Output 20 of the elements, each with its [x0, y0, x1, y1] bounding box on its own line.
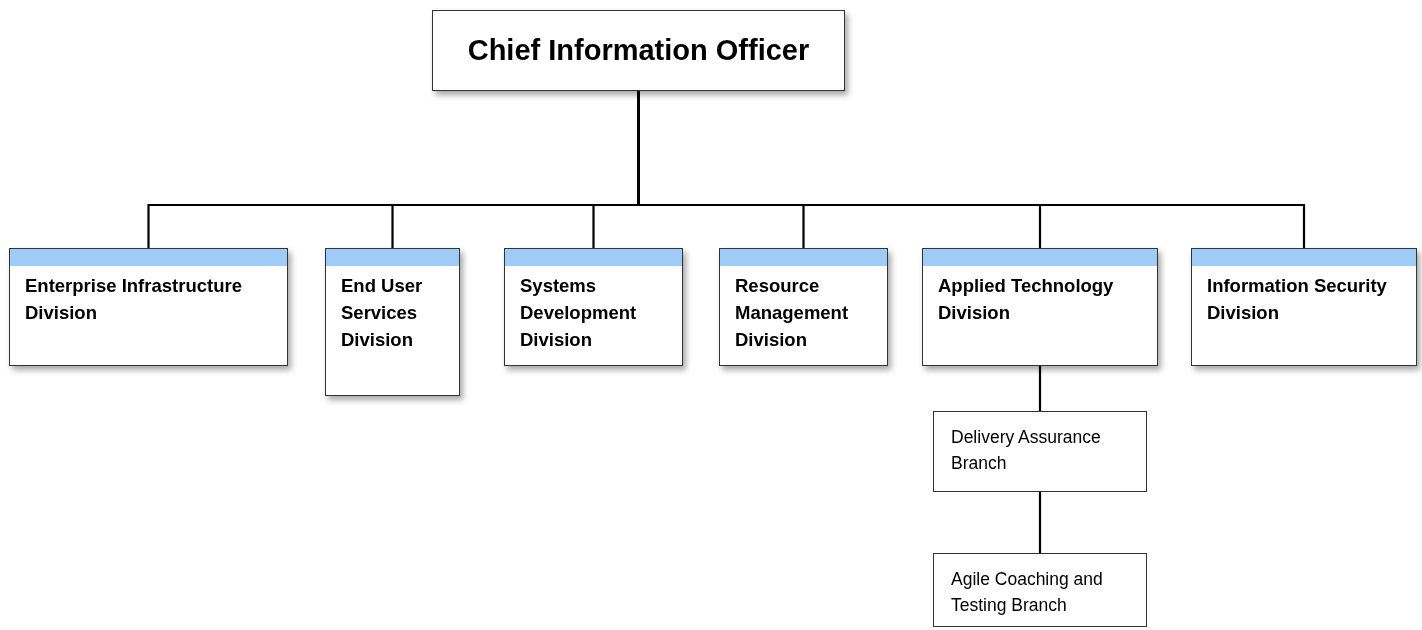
division-box — [1191, 248, 1417, 366]
box-title: Enterprise Infrastructure Division — [24, 274, 243, 325]
connector-line — [1038, 366, 1042, 411]
box-title: Agile Coaching and Testing Branch — [950, 568, 1104, 617]
branch-box — [933, 411, 1147, 492]
division-box — [719, 248, 888, 366]
box-title: Delivery Assurance Branch — [950, 426, 1102, 475]
division-box — [504, 248, 683, 366]
division-box — [9, 248, 288, 366]
division-box — [325, 248, 460, 396]
branch-box — [933, 553, 1147, 627]
head-box — [432, 10, 845, 91]
box-title: Applied Technology Division — [937, 274, 1115, 325]
box-title: End User Services Division — [340, 274, 424, 352]
connector-line — [1038, 492, 1042, 553]
box-title: Chief Information Officer — [467, 34, 810, 67]
box-title: Systems Development Division — [519, 274, 638, 352]
box-title: Resource Management Division — [734, 274, 850, 352]
division-box — [922, 248, 1158, 366]
box-title: Information Security Division — [1206, 274, 1388, 325]
